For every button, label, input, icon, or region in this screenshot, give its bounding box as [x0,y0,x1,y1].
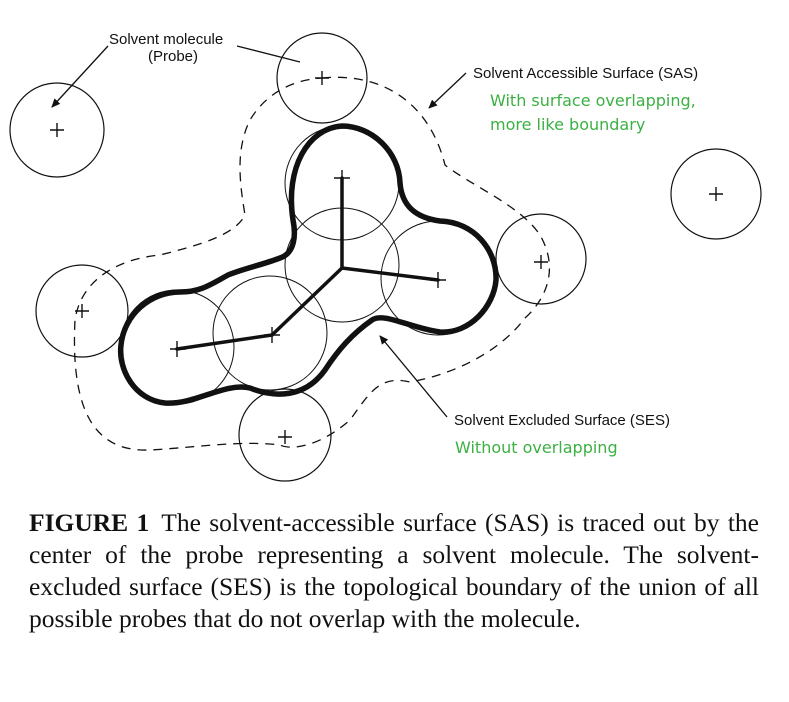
sas-note-line2: more like boundary [490,115,645,134]
sas-label-arrow [428,72,467,109]
probe-label-line2: (Probe) [148,48,198,65]
caption-text: The solvent-accessible surface (SAS) is … [29,508,759,633]
sas-note-line1: With surface overlapping, [490,91,696,110]
probe-label-line1: Solvent molecule [109,31,223,48]
probe-circle-left [35,264,129,358]
probe-circle-bottom [238,388,332,482]
probe-circle-isolated-right [670,148,762,240]
ses-thick-boundary [117,123,499,406]
ses-note: Without overlapping [455,438,618,457]
molecule-bonds [175,176,440,351]
probe-label-line [236,45,301,63]
ses-label-arrow [379,335,448,418]
probe-label-arrow [51,45,109,108]
sas-label: Solvent Accessible Surface (SAS) [473,65,698,82]
ses-label: Solvent Excluded Surface (SES) [454,412,670,429]
atom-circle-mid [212,275,328,391]
figure-number: FIGURE 1 [29,508,150,537]
center-markers [50,71,723,444]
probe-circle-right [495,213,587,305]
probe-circle-top [276,32,368,124]
probe-circle-isolated-left [9,82,105,178]
sas-dashed-boundary [73,76,551,451]
